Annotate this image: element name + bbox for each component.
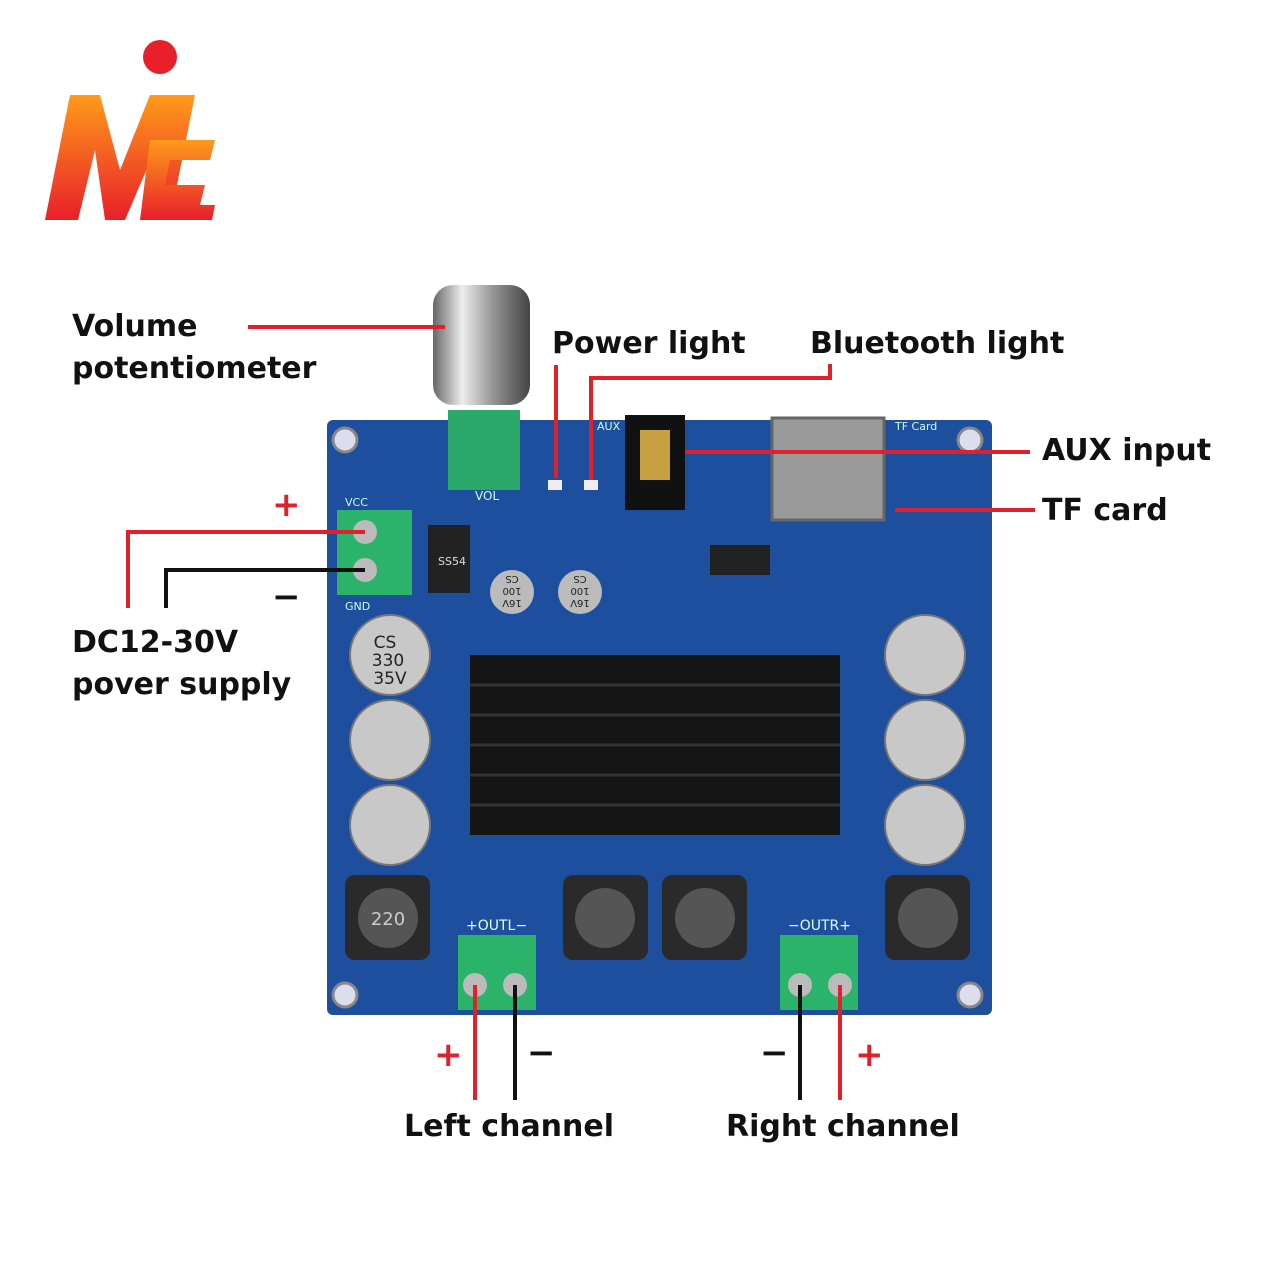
potentiometer-base — [448, 410, 520, 490]
label-bluetooth-light: Bluetooth light — [810, 326, 1065, 361]
label-volume: Volume — [72, 309, 198, 344]
tf-silk: TF Card — [894, 420, 937, 433]
minus-sign-supply: − — [272, 577, 301, 617]
minus-sign-right: − — [760, 1033, 789, 1073]
small-capacitors — [490, 570, 602, 614]
label-potentiometer: potentiometer — [72, 351, 317, 386]
small-cap-text: CS — [505, 573, 518, 584]
inductor-text: 220 — [371, 909, 405, 930]
label-aux-input: AUX input — [1042, 433, 1212, 468]
small-cap-text: 100 — [502, 585, 521, 596]
diode-silk: SS54 — [438, 555, 466, 568]
cap-text: 330 — [372, 651, 404, 671]
callout-lines — [126, 325, 1035, 1100]
left-output-terminal — [458, 935, 536, 1010]
small-cap-text: 16V — [570, 597, 590, 608]
small-cap-text: CS — [573, 573, 586, 584]
bulk-capacitors — [349, 614, 966, 866]
outr-silk: −OUTR+ — [788, 918, 851, 934]
plus-sign-supply: + — [272, 485, 301, 525]
tf-card-slot — [770, 416, 886, 522]
amplifier-board: TF Card AUX VOL SS54 VCC GND 16V 100 CS … — [327, 285, 992, 1015]
label-supply: pover supply — [72, 667, 292, 702]
plus-sign-left: + — [434, 1035, 463, 1075]
label-right-channel: Right channel — [726, 1109, 960, 1144]
aux-silk: AUX — [597, 420, 621, 433]
logo — [45, 40, 215, 220]
minus-sign-left: − — [527, 1033, 556, 1073]
outl-silk: +OUTL− — [466, 918, 527, 934]
vcc-silk: VCC — [345, 496, 368, 509]
label-tf-card: TF card — [1042, 493, 1168, 528]
cap-text: CS — [374, 633, 397, 653]
cap-text: 35V — [373, 669, 407, 689]
small-cap-text: 16V — [502, 597, 522, 608]
bluetooth-led — [584, 480, 598, 490]
label-supply-voltage: DC12-30V — [72, 625, 239, 660]
right-output-terminal — [780, 935, 858, 1010]
label-power-light: Power light — [552, 326, 746, 361]
label-left-channel: Left channel — [404, 1109, 615, 1144]
vol-silk: VOL — [475, 489, 499, 503]
potentiometer-knob — [433, 285, 530, 405]
small-cap-text: 100 — [570, 585, 589, 596]
gnd-silk: GND — [345, 600, 370, 613]
plus-sign-right: + — [855, 1035, 884, 1075]
power-led — [548, 480, 562, 490]
power-terminal — [337, 510, 412, 595]
